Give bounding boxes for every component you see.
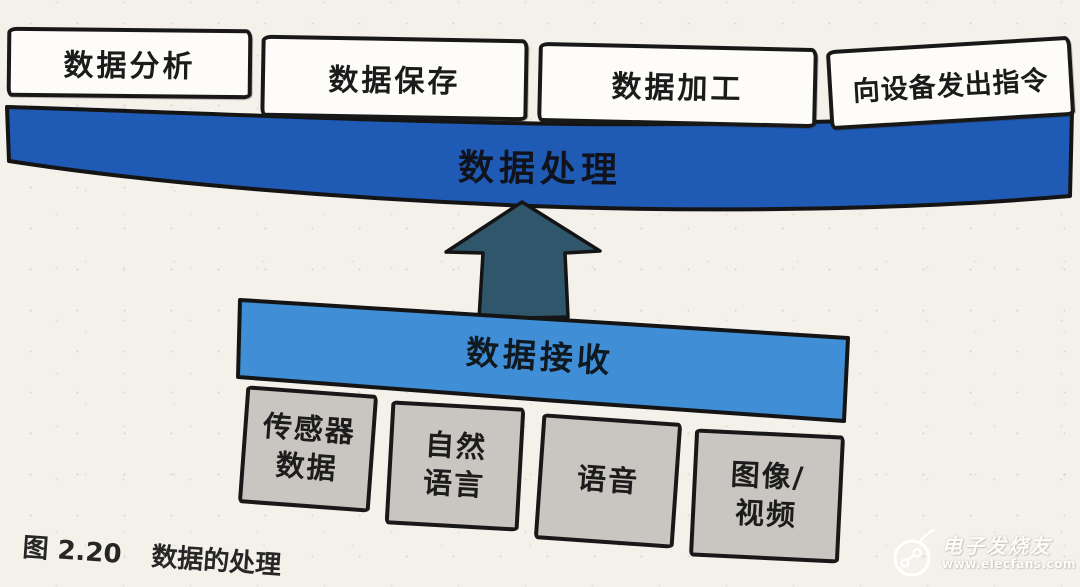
- input-box-label-line: 数据: [274, 447, 339, 487]
- watermark-site-url: www.elecfans.com: [942, 556, 1076, 571]
- input-box-label-line: 自然: [424, 427, 488, 466]
- input-box-label-line: 视频: [734, 495, 798, 533]
- input-box-natural-language: 自然 语言: [384, 400, 526, 532]
- input-box-image-video: 图像/ 视频: [688, 428, 846, 564]
- input-box-label-line: 图像/: [729, 457, 807, 496]
- output-box-label: 数据分析: [63, 48, 196, 85]
- input-box-label-line: 语言: [422, 465, 486, 503]
- output-box-data-machining: 数据加工: [537, 41, 818, 129]
- elecfans-logo-icon: [893, 528, 935, 577]
- receiving-banner-shape: [236, 298, 850, 423]
- output-box-label: 向设备发出指令: [851, 64, 1050, 108]
- watermark-site-name: 电子发烧友: [942, 533, 1053, 558]
- output-box-data-analysis: 数据分析: [6, 26, 253, 100]
- up-arrow-icon: [444, 200, 602, 321]
- watermark: 电子发烧友 www.elecfans.com: [890, 527, 1076, 579]
- output-box-send-device-commands: 向设备发出指令: [825, 35, 1076, 131]
- input-box-speech: 语音: [533, 413, 683, 549]
- input-box-label-line: 语音: [575, 461, 641, 500]
- processing-banner-label: 数据处理: [457, 147, 623, 192]
- output-box-label: 数据加工: [611, 69, 744, 108]
- input-box-label-line: 传感器: [261, 409, 358, 450]
- output-box-label: 数据保存: [328, 62, 461, 101]
- figure-number: 图 2.20: [21, 532, 123, 570]
- input-box-sensor-data: 传感器 数据: [237, 385, 379, 513]
- watermark-text: 电子发烧友 www.elecfans.com: [942, 533, 1076, 572]
- processing-banner-shape: [5, 105, 1074, 212]
- output-box-data-storage: 数据保存: [260, 34, 529, 122]
